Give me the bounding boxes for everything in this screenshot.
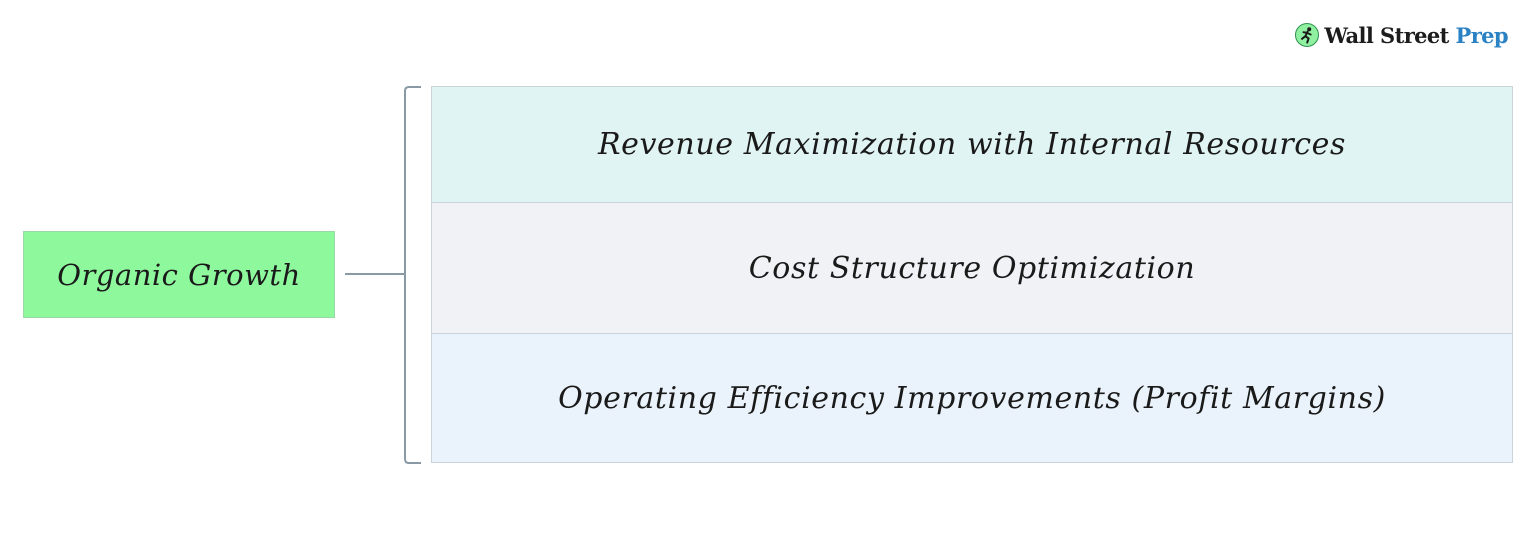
runner-icon <box>1295 23 1320 47</box>
branch-operating-efficiency: Operating Efficiency Improvements (Profi… <box>432 333 1512 462</box>
brand-name-accent: Prep <box>1455 22 1509 48</box>
branch-connector <box>345 86 421 464</box>
branch-revenue-maximization: Revenue Maximization with Internal Resou… <box>432 87 1512 202</box>
connector-bracket <box>404 86 421 464</box>
branch-list: Revenue Maximization with Internal Resou… <box>431 86 1513 463</box>
branch-label: Cost Structure Optimization <box>748 250 1196 286</box>
root-node-label: Organic Growth <box>57 257 301 292</box>
brand-name: Wall Street Prep <box>1324 25 1508 46</box>
branch-cost-structure: Cost Structure Optimization <box>432 202 1512 333</box>
root-node: Organic Growth <box>23 231 335 318</box>
branch-label: Revenue Maximization with Internal Resou… <box>597 127 1347 162</box>
brand-logo: Wall Street Prep <box>1295 20 1509 50</box>
branch-label: Operating Efficiency Improvements (Profi… <box>558 380 1386 416</box>
brand-name-main: Wall Street <box>1324 22 1456 48</box>
